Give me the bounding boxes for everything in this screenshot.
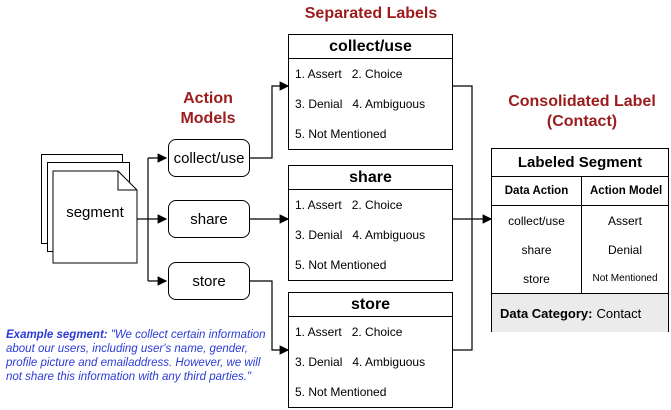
example-segment-lead: Example segment: — [6, 329, 108, 341]
label-options-row: 1. Assert 2. Choice — [289, 190, 452, 220]
option-ambiguous: 4. Ambiguous — [352, 228, 426, 242]
label-box-title: share — [289, 166, 452, 190]
label-options-row: 3. Denial 4. Ambiguous — [289, 347, 452, 377]
option-not-mentioned: 5. Not Mentioned — [295, 127, 387, 141]
label-options-row: 5. Not Mentioned — [289, 119, 452, 149]
table-cell: Assert — [607, 213, 642, 228]
column-header-data-action: Data Action — [492, 177, 582, 205]
option-choice: 2. Choice — [351, 67, 403, 81]
option-ambiguous: 4. Ambiguous — [352, 355, 426, 369]
data-category-value: Contact — [596, 305, 642, 321]
label-options-row: 5. Not Mentioned — [289, 250, 452, 280]
option-assert: 1. Assert — [295, 67, 342, 81]
label-options-row: 5. Not Mentioned — [289, 377, 452, 407]
document-sheet-front — [52, 170, 138, 264]
label-options-row: 3. Denial 4. Ambiguous — [289, 220, 452, 250]
label-options-row: 1. Assert 2. Choice — [289, 59, 452, 89]
table-header-row: Data Action Action Model — [492, 177, 668, 206]
option-choice: 2. Choice — [351, 325, 403, 339]
option-denial: 3. Denial — [295, 355, 343, 369]
action-model-store: store — [168, 262, 250, 300]
labeled-segment-title: Labeled Segment — [492, 149, 668, 177]
option-assert: 1. Assert — [295, 198, 342, 212]
consolidated-label-heading: Consolidated Label (Contact) — [508, 93, 656, 130]
label-box-store: store 1. Assert 2. Choice 3. Denial 4. Amb… — [288, 292, 453, 408]
option-denial: 3. Denial — [295, 97, 343, 111]
example-segment-text: Example segment: "We collect certain inf… — [6, 328, 276, 384]
table-cell: share — [521, 242, 552, 257]
labeled-segment-table: Labeled Segment Data Action Action Model… — [491, 148, 669, 332]
label-box-collect-use: collect/use 1. Assert 2. Choice 3. Denial… — [288, 34, 453, 150]
option-not-mentioned: 5. Not Mentioned — [295, 258, 387, 272]
data-category-row: Data Category: Contact — [492, 294, 668, 332]
example-segment-quote: "We collect certain information about ou… — [6, 329, 266, 383]
label-options-row: 1. Assert 2. Choice — [289, 317, 452, 347]
segment-label: segment — [66, 204, 124, 221]
table-cell: store — [523, 271, 550, 286]
option-denial: 3. Denial — [295, 228, 343, 242]
label-box-title: store — [289, 293, 452, 317]
option-not-mentioned: 5. Not Mentioned — [295, 385, 387, 399]
table-cell: Not Mentioned — [592, 273, 658, 284]
column-header-action-model: Action Model — [590, 185, 663, 197]
option-choice: 2. Choice — [351, 198, 403, 212]
data-action-column: collect/use share store — [492, 206, 582, 293]
option-ambiguous: 4. Ambiguous — [352, 97, 426, 111]
label-box-share: share 1. Assert 2. Choice 3. Denial 4. Amb… — [288, 165, 453, 281]
option-assert: 1. Assert — [295, 325, 342, 339]
table-body: collect/use share store Assert Denial No… — [492, 206, 668, 294]
separated-labels-heading: Separated Labels — [304, 5, 438, 22]
action-models-heading: Action Models — [180, 90, 236, 127]
label-options-row: 3. Denial 4. Ambiguous — [289, 89, 452, 119]
action-model-share: share — [168, 200, 250, 238]
action-model-column: Assert Denial Not Mentioned — [582, 206, 668, 293]
table-cell: collect/use — [508, 213, 565, 228]
label-box-title: collect/use — [289, 35, 452, 59]
table-cell: Denial — [607, 242, 643, 257]
action-model-collect-use: collect/use — [168, 139, 250, 177]
data-category-label: Data Category: — [500, 305, 593, 321]
